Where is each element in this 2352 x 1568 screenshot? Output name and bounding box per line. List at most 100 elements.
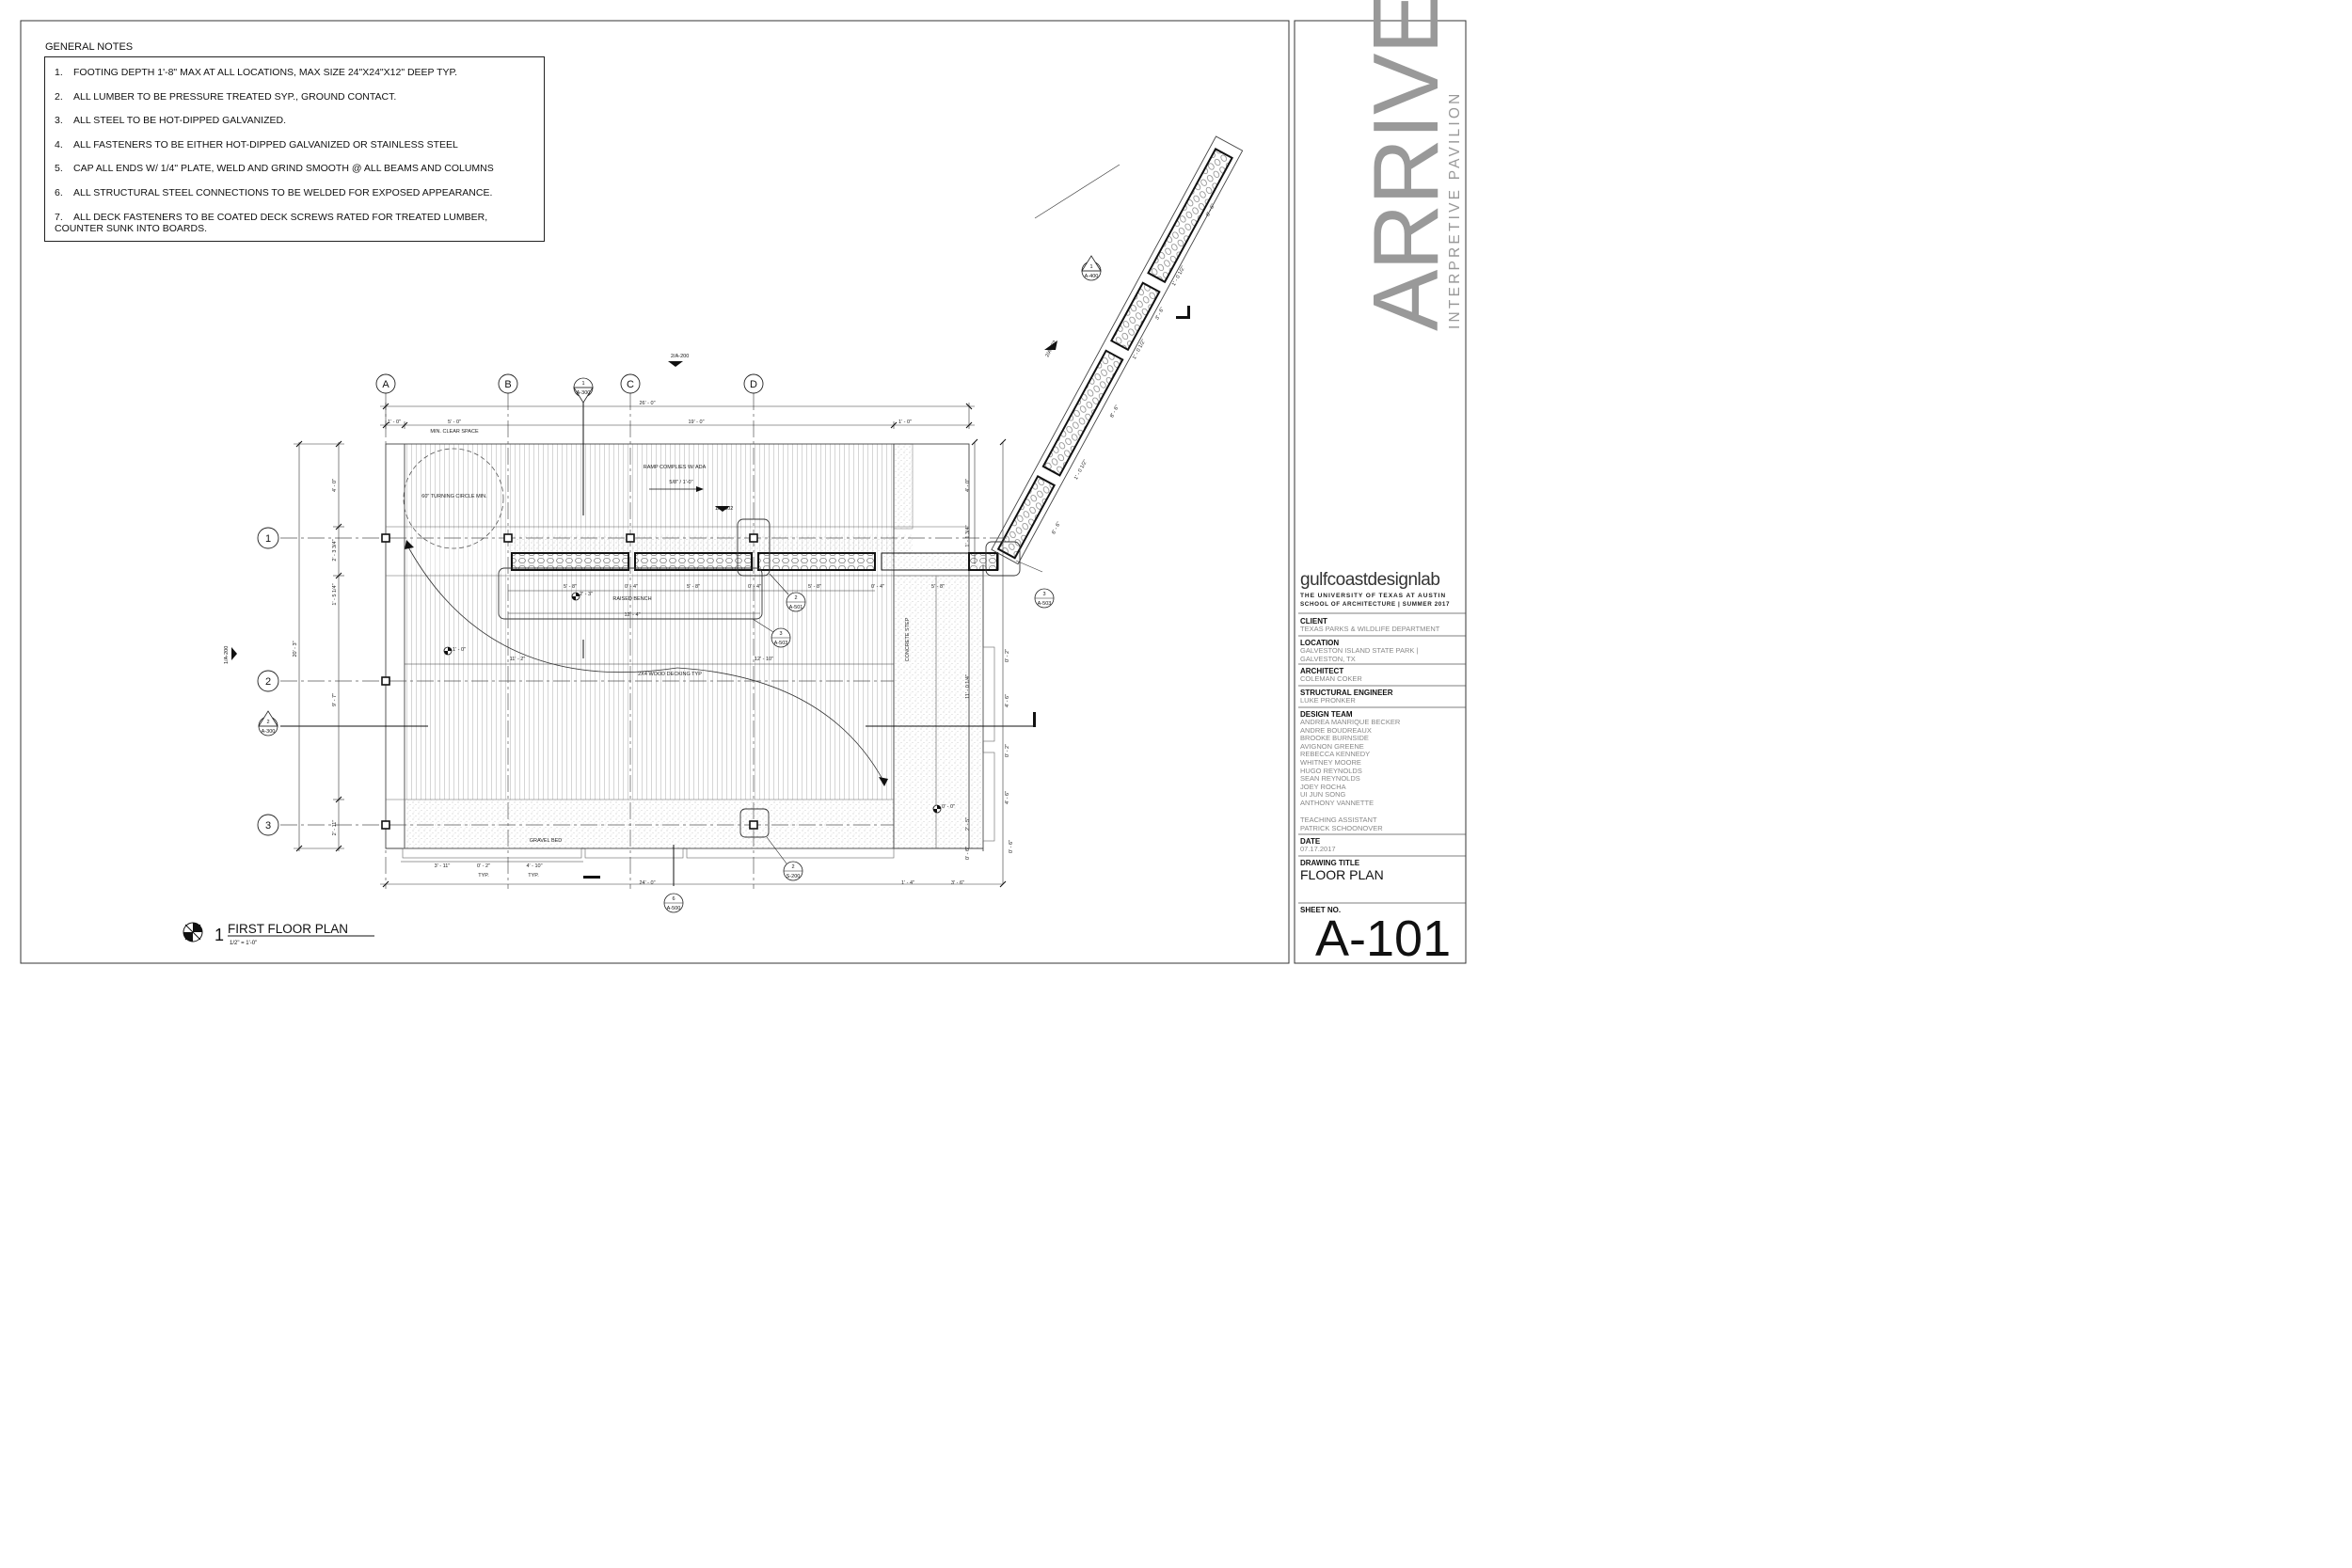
grid-bubble-2 — [257, 670, 279, 692]
ramp-decking — [405, 444, 894, 529]
label-turning-circle: 60" TURNING CIRCLE MIN. — [421, 494, 487, 499]
svg-text:5' - 8": 5' - 8" — [931, 584, 945, 590]
svg-text:4' - 0": 4' - 0" — [332, 479, 338, 492]
detail-tag-2-a501: 2 A-501 — [769, 573, 806, 612]
team-member: WHITNEY MOORE — [1300, 757, 1361, 767]
sheet-border — [20, 20, 1290, 964]
svg-text:0' - 4": 0' - 4" — [625, 584, 638, 590]
svg-text:0' - 6": 0' - 6" — [1009, 840, 1014, 853]
grid-bubble-a — [375, 373, 396, 394]
svg-text:3' - 11": 3' - 11" — [435, 863, 451, 869]
ta-label: TEACHING ASSISTANT — [1300, 816, 1377, 824]
drawing-title-text: FIRST FLOOR PLAN — [228, 922, 348, 936]
elevation-marker — [443, 592, 942, 814]
svg-text:A-500: A-500 — [667, 906, 681, 911]
svg-text:8' - 6": 8' - 6" — [1205, 203, 1216, 217]
main-decking — [405, 574, 892, 800]
detail-tag-3-a503-b: 3 A-503 — [1034, 588, 1055, 609]
svg-text:2' - 11": 2' - 11" — [332, 820, 338, 836]
svg-text:1' - 5 1/4": 1' - 5 1/4" — [332, 583, 338, 605]
detail-tag-3-a503: 3 A-503 — [752, 618, 791, 648]
detail-tag-2-s200: 2 S-200 — [766, 836, 803, 881]
team-member: HUGO REYNOLDS — [1300, 766, 1362, 775]
firm-logo: gulfcoastdesignlab — [1300, 570, 1440, 590]
team-member: BROOKE BURNSIDE — [1300, 734, 1369, 743]
date-value: 07.17.2017 — [1300, 845, 1336, 853]
svg-text:1' - 4": 1' - 4" — [901, 880, 914, 886]
label-typ: TYP. — [528, 873, 539, 879]
svg-text:4' - 6": 4' - 6" — [1005, 791, 1010, 804]
note-item: 1.FOOTING DEPTH 1'-8" MAX AT ALL LOCATIO… — [55, 67, 458, 78]
svg-text:2' - 5": 2' - 5" — [965, 817, 971, 831]
team-member: ANDREA MANRIQUE BECKER — [1300, 718, 1401, 726]
engineer-value: LUKE PRONKER — [1300, 696, 1356, 705]
svg-text:1' - 0 1/2": 1' - 0 1/2" — [1171, 265, 1186, 287]
svg-text:2' - 3": 2' - 3" — [580, 592, 593, 597]
svg-text:A-501: A-501 — [789, 605, 803, 610]
team-member: AVIGNON GREENE — [1300, 741, 1364, 751]
design-team-label: DESIGN TEAM — [1300, 710, 1353, 719]
svg-text:26' - 0": 26' - 0" — [639, 401, 655, 406]
label-typ: TYP. — [478, 873, 489, 879]
svg-text:11' - 0 1/4": 11' - 0 1/4" — [965, 674, 971, 699]
section-ref-2-a200: 2/A-200 — [671, 354, 689, 359]
turning-circle — [403, 448, 504, 549]
general-notes-title: GENERAL NOTES — [45, 41, 134, 53]
svg-text:0' - 2": 0' - 2" — [1005, 649, 1010, 662]
drawing-sheet: A B C D 1 2 3 1 A-300 2 A-300 1 A-400 — [0, 0, 1475, 984]
svg-text:0' - 6": 0' - 6" — [965, 847, 971, 860]
gravel-bed-area — [405, 800, 894, 848]
label-concrete-step: CONCRETE STEP — [905, 617, 911, 661]
label-gravel-bed: GRAVEL BED — [530, 838, 563, 844]
svg-text:S-200: S-200 — [787, 874, 801, 879]
team-member: ANTHONY VANNETTE — [1300, 798, 1375, 807]
sheet-number: A-101 — [1315, 911, 1452, 967]
label-decking: 2X4 WOOD DECKING TYP — [638, 672, 702, 677]
svg-text:0' - 4": 0' - 4" — [871, 584, 884, 590]
detail-tag-6-a500: 6 A-500 — [663, 893, 684, 913]
svg-text:2: 2 — [266, 720, 269, 725]
svg-text:1' - 0 1/2": 1' - 0 1/2" — [1073, 459, 1089, 481]
section-tag-1-a400: 1 A-400 — [1081, 255, 1102, 281]
ta-section: TEACHING ASSISTANT PATRICK SCHOONOVER — [1300, 816, 1466, 832]
design-team-section: DESIGN TEAM ANDREA MANRIQUE BECKER ANDRE… — [1300, 710, 1466, 808]
svg-text:5' - 8": 5' - 8" — [808, 584, 821, 590]
grid-label-2: 2 — [265, 676, 271, 688]
note-item: 7.ALL DECK FASTENERS TO BE COATED DECK S… — [55, 212, 488, 234]
location-value: GALVESTON, TX — [1300, 654, 1356, 663]
location-value: GALVESTON ISLAND STATE PARK | — [1300, 646, 1419, 655]
svg-text:6' - 6": 6' - 6" — [1051, 521, 1062, 535]
client-section: CLIENT TEXAS PARKS & WILDLIFE DEPARTMENT — [1300, 617, 1466, 634]
client-label: CLIENT — [1300, 617, 1327, 626]
svg-text:3' - 6": 3' - 6" — [951, 880, 964, 886]
svg-text:1: 1 — [1089, 264, 1092, 270]
grid-label-c: C — [627, 379, 634, 390]
team-member: JOEY ROCHA — [1300, 782, 1346, 791]
general-notes-box: 1.FOOTING DEPTH 1'-8" MAX AT ALL LOCATIO… — [44, 56, 545, 242]
architect-section: ARCHITECT COLEMAN COKER — [1300, 667, 1466, 684]
grid-label-b: B — [504, 379, 511, 390]
note-item: 5.CAP ALL ENDS W/ 1/4" PLATE, WELD AND G… — [55, 163, 494, 174]
grid-bubble-3 — [257, 814, 279, 836]
client-value: TEXAS PARKS & WILDLIFE DEPARTMENT — [1300, 625, 1440, 633]
grid-bubble-1 — [257, 527, 279, 549]
note-item: 2.ALL LUMBER TO BE PRESSURE TREATED SYP.… — [55, 91, 397, 103]
ta-value: PATRICK SCHOONOVER — [1300, 823, 1383, 832]
svg-text:0' - 4": 0' - 4" — [748, 584, 761, 590]
label-ramp: RAMP COMPLIES W/ ADA — [644, 465, 707, 470]
svg-text:20' - 3": 20' - 3" — [293, 641, 298, 657]
drawing-title: 1 FIRST FLOOR PLAN 1/2" = 1'-0" — [183, 922, 374, 946]
titleblock-border — [1294, 20, 1467, 964]
concrete-edge — [893, 443, 914, 530]
section-ref-1-a502: 1/A-502 — [715, 506, 733, 512]
engineer-label: STRUCTURAL ENGINEER — [1300, 689, 1393, 697]
svg-text:4' - 10": 4' - 10" — [526, 863, 542, 869]
engineer-section: STRUCTURAL ENGINEER LUKE PRONKER — [1300, 689, 1466, 705]
svg-text:A-400: A-400 — [1085, 274, 1099, 279]
drawing-title-section: DRAWING TITLE FLOOR PLAN — [1300, 859, 1466, 882]
grid-label-1: 1 — [265, 533, 271, 545]
svg-text:0' - 2": 0' - 2" — [1005, 744, 1010, 757]
drawing-title-value: FLOOR PLAN — [1300, 867, 1384, 882]
team-member: UI JUN SONG — [1300, 790, 1346, 800]
svg-text:3' - 6": 3' - 6" — [1154, 307, 1166, 321]
